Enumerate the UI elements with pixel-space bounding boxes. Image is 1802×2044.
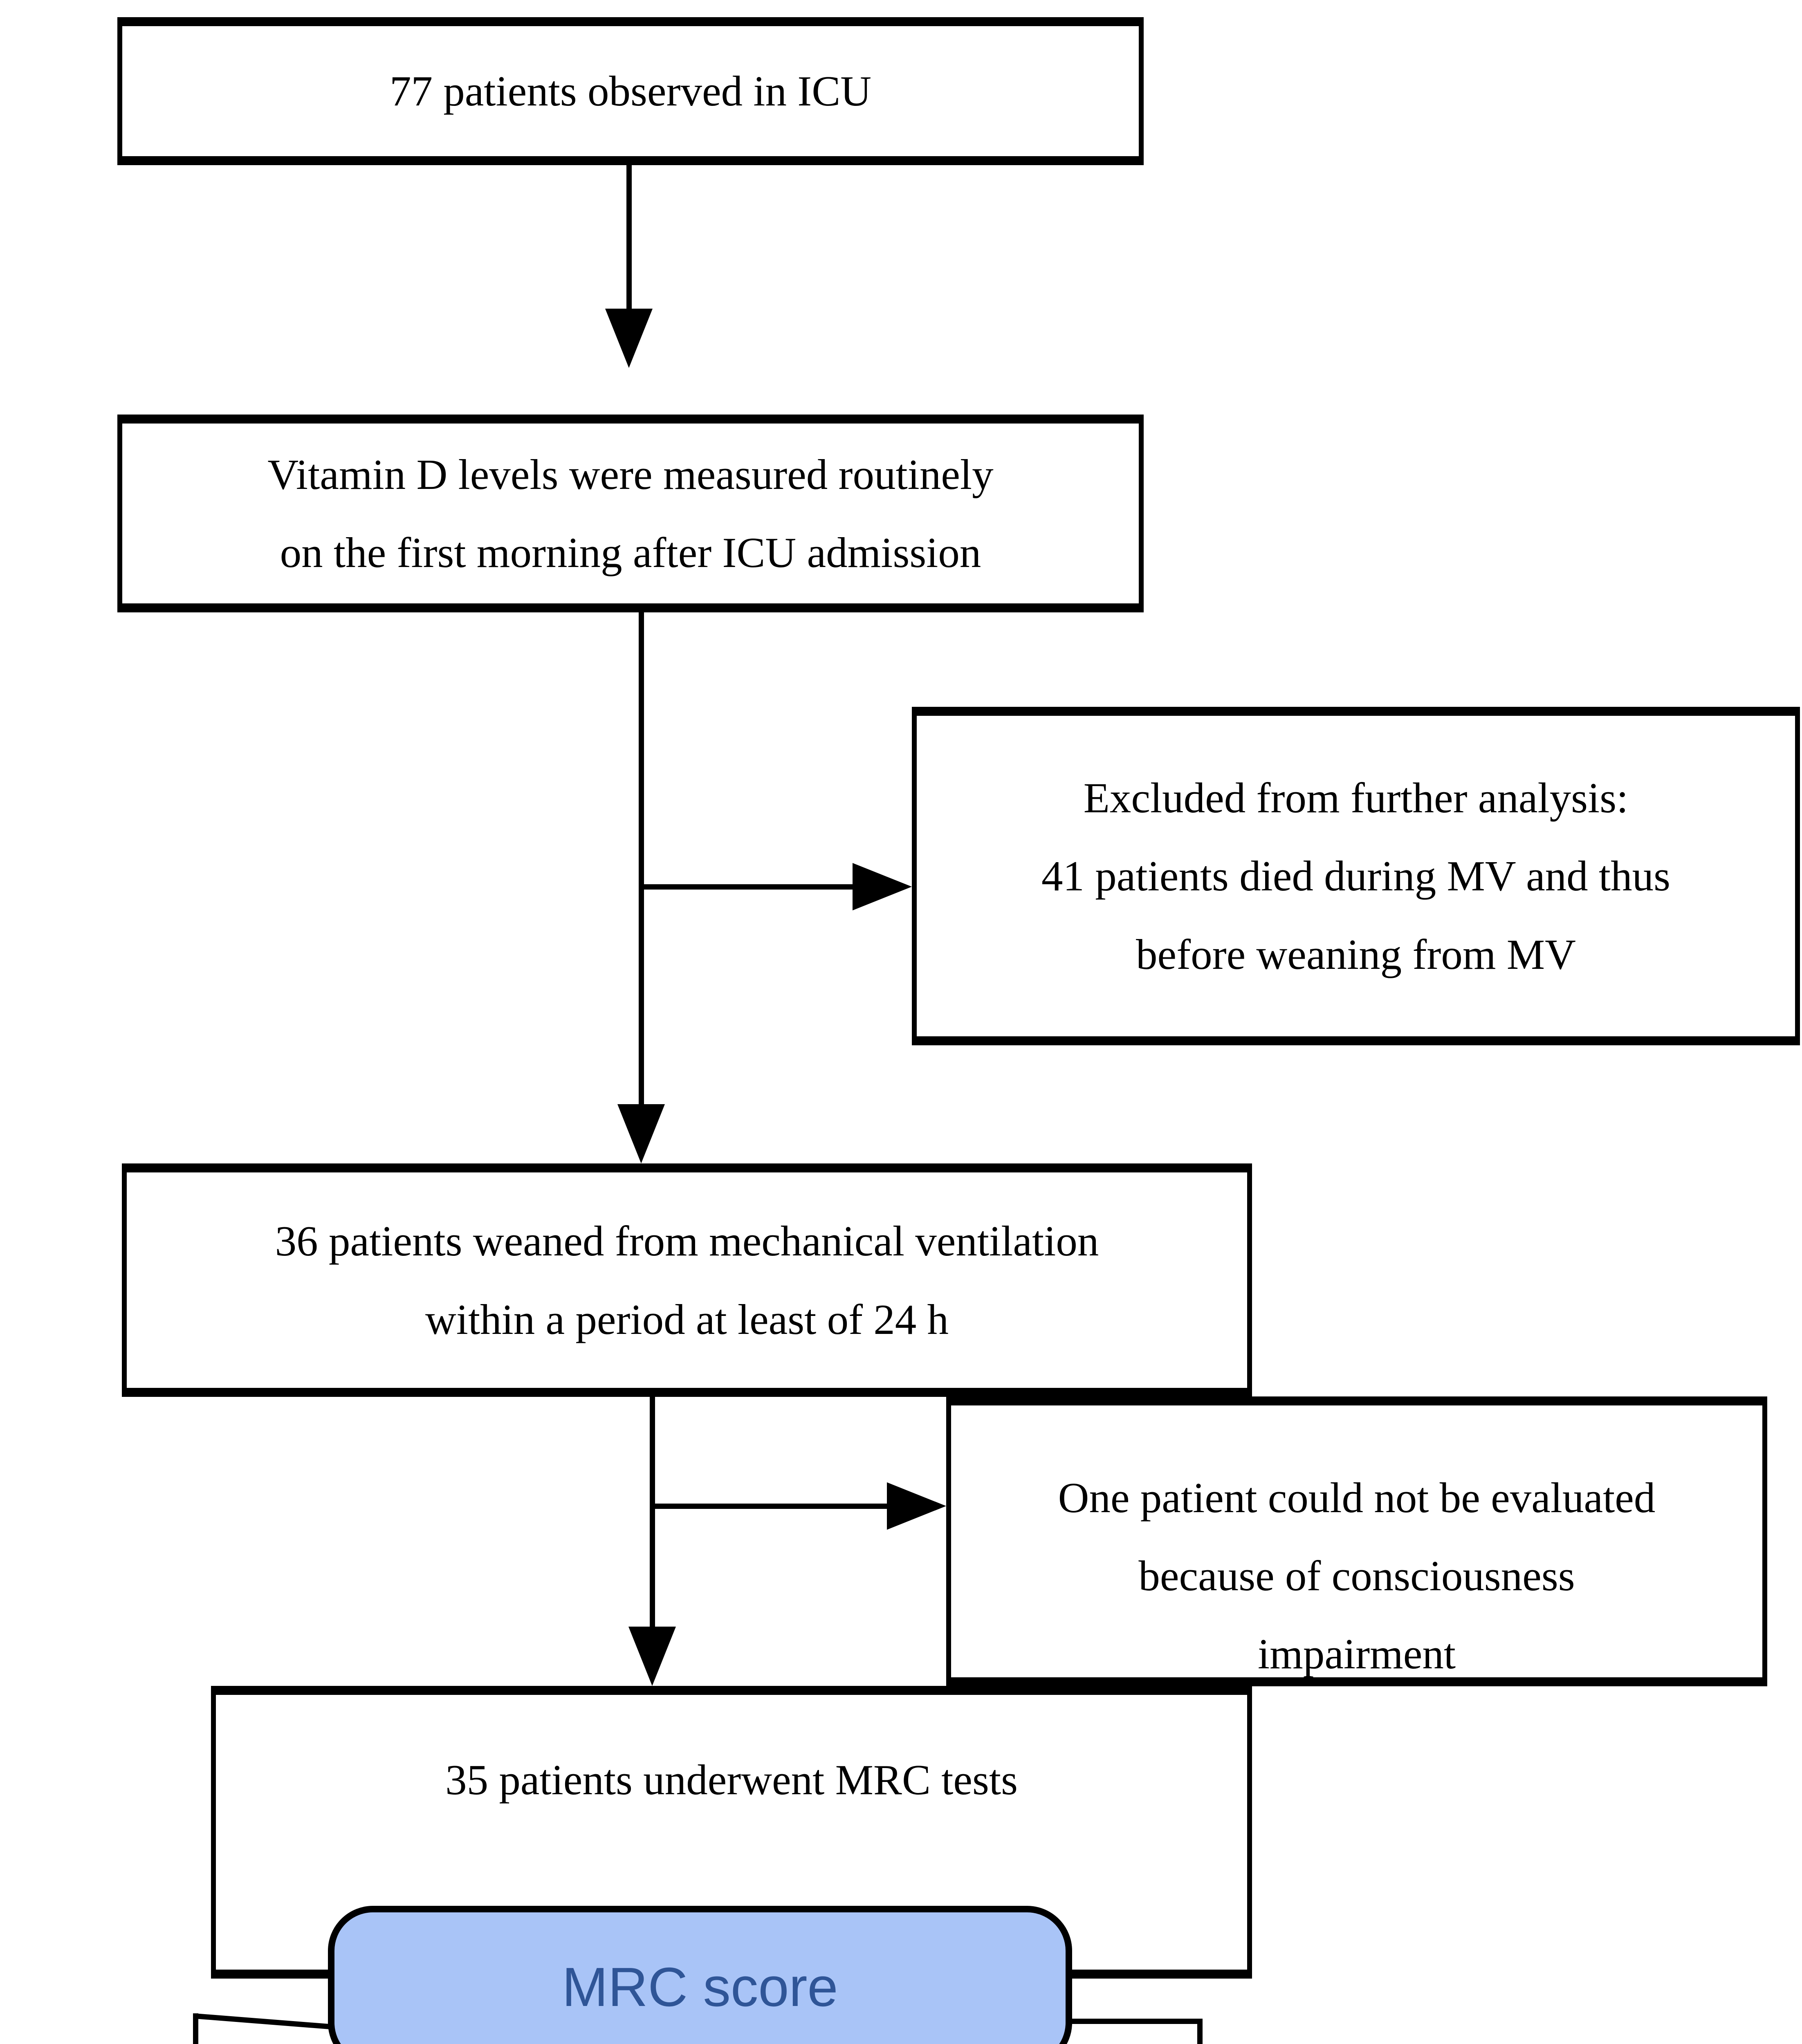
box-vitamin-d-line-1: Vitamin D levels were measured routinely (267, 450, 994, 498)
branch-left-vertical-line (193, 2013, 198, 2044)
box-vitamin-d-measured: Vitamin D levels were measured routinely… (117, 415, 1144, 612)
box-vitamin-d-line-2: on the first morning after ICU admission (280, 529, 981, 576)
box-not-evaluated-line-2: because of consciousness (1138, 1552, 1575, 1600)
arrow-icu-to-vitamind-head-icon (605, 309, 653, 368)
box-excluded-line-3: before weaning from MV (1136, 930, 1576, 978)
box-weaned-line-1: 36 patients weaned from mechanical venti… (275, 1217, 1099, 1265)
box-excluded-from-analysis: Excluded from further analysis: 41 patie… (912, 707, 1800, 1045)
branch-left-horizontal-line (194, 2013, 341, 2031)
branch-to-not-evaluated-line (650, 1504, 890, 1509)
box-weaned-line-2: within a period at least of 24 h (425, 1295, 949, 1343)
box-patients-observed-icu-text: 77 patients observed in ICU (389, 67, 872, 115)
branch-to-excluded-head-icon (853, 863, 912, 910)
branch-right-vertical-line (1197, 2019, 1203, 2044)
box-excluded-line-2: 41 patients died during MV and thus (1041, 852, 1670, 900)
connector-vitamind-to-weaned-head-icon (617, 1104, 665, 1163)
box-not-evaluated-line-3: impairment (1257, 1630, 1456, 1678)
box-mrc-score-text: MRC score (562, 1956, 838, 2018)
connector-vitamind-to-weaned-line (639, 612, 644, 1108)
box-mrc-score: MRC score (328, 1906, 1072, 2044)
box-patient-not-evaluated: One patient could not be evaluated becau… (946, 1396, 1767, 1686)
arrow-icu-to-vitamind-line (626, 164, 632, 311)
connector-weaned-to-mrctests-head-icon (628, 1627, 676, 1686)
box-weaned-from-ventilation: 36 patients weaned from mechanical venti… (122, 1163, 1252, 1397)
box-excluded-line-1: Excluded from further analysis: (1083, 774, 1629, 822)
box-patients-observed-icu: 77 patients observed in ICU (117, 17, 1144, 165)
branch-to-excluded-line (639, 884, 855, 890)
connector-weaned-to-mrctests-line (650, 1396, 655, 1633)
box-not-evaluated-line-1: One patient could not be evaluated (1058, 1474, 1656, 1522)
box-mrc-tests-text: 35 patients underwent MRC tests (445, 1756, 1018, 1804)
branch-to-not-evaluated-head-icon (887, 1482, 946, 1530)
